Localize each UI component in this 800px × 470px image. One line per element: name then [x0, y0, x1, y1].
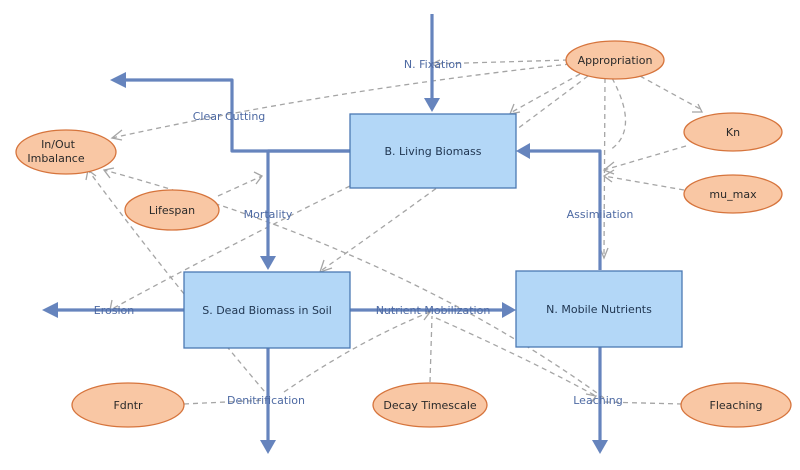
aux-in-out-imbalance[interactable]: In/Out Imbalance	[15, 129, 117, 175]
stock-living-biomass[interactable]: B. Living Biomass	[349, 113, 517, 189]
link-lifespan-to-mortality	[217, 175, 263, 197]
flow-arrowhead-assimilation	[516, 143, 530, 159]
link-fleaching-to-leaching	[603, 401, 683, 405]
stock-label-dead-biomass: S. Dead Biomass in Soil	[202, 304, 332, 317]
link-appropriation-to-kn	[639, 75, 703, 111]
aux-fdntr[interactable]: Fdntr	[71, 382, 185, 428]
link-imbalance-to-denitrification	[87, 169, 271, 399]
aux-lifespan[interactable]: Lifespan	[124, 189, 220, 231]
aux-decay-timescale[interactable]: Decay Timescale	[372, 382, 488, 428]
stock-mobile-nutrients[interactable]: N. Mobile Nutrients	[515, 270, 683, 348]
link-appropriation-to-living	[511, 73, 581, 113]
flow-arrowhead-nutrient-mobilization	[502, 302, 516, 318]
flow-arrowhead-n-fixation	[424, 98, 440, 112]
stock-label-living-biomass: B. Living Biomass	[385, 145, 482, 158]
flow-label-nutrient-mobilization[interactable]: Nutrient Mobilization	[376, 304, 491, 317]
link-head-living	[508, 103, 521, 115]
link-mumax-to-assimilation	[603, 175, 685, 191]
aux-label-appropriation: Appropriation	[578, 54, 653, 67]
link-head-imbalance	[110, 129, 123, 141]
flow-labels: N. Fixation Clear Cutting Mortality Assi…	[94, 58, 634, 407]
flow-label-mortality[interactable]: Mortality	[244, 208, 293, 221]
flow-label-clear-cutting[interactable]: Clear Cutting	[193, 110, 266, 123]
aux-label-fdntr: Fdntr	[113, 399, 143, 412]
link-kn-to-assimilation	[603, 145, 687, 171]
link-dead-to-denitrification	[283, 311, 431, 393]
flow-label-assimilation[interactable]: Assimilation	[567, 208, 634, 221]
flow-label-leaching[interactable]: Leaching	[573, 394, 622, 407]
flow-arrowhead-erosion	[42, 302, 58, 318]
aux-label-decay-timescale: Decay Timescale	[383, 399, 477, 412]
flow-arrowhead-mortality	[260, 256, 276, 270]
flow-pipe-assimilation	[528, 149, 602, 270]
information-links	[85, 59, 704, 405]
link-appropriation-to-mobile	[603, 77, 606, 257]
link-appropriation-to-imbalance	[111, 63, 571, 139]
link-head-assimilation-mumax	[602, 169, 615, 183]
flow-pipe-mortality	[266, 149, 350, 258]
aux-label-fleaching: Fleaching	[710, 399, 763, 412]
aux-label-lifespan: Lifespan	[149, 204, 195, 217]
flow-arrowhead-denitrification	[260, 440, 276, 454]
link-head-leaching	[585, 393, 598, 405]
link-head-imbalance-leach	[102, 167, 115, 179]
link-decay-to-mobilization	[429, 315, 433, 383]
link-living-to-erosion	[109, 185, 351, 311]
flow-arrowhead-leaching	[592, 440, 608, 454]
aux-label-in-out-line1: In/Out	[41, 138, 76, 151]
aux-fleaching[interactable]: Fleaching	[680, 382, 792, 428]
stock-dead-biomass[interactable]: S. Dead Biomass in Soil	[183, 271, 351, 349]
aux-label-in-out-line2: Imbalance	[27, 152, 84, 165]
flow-label-n-fixation[interactable]: N. Fixation	[404, 58, 462, 71]
flow-arrowhead-clear-cutting	[110, 72, 126, 88]
link-appropriation-to-assimilation	[609, 77, 627, 151]
link-head-kn	[692, 103, 704, 113]
flow-pipes	[42, 14, 608, 454]
link-head-dead	[318, 259, 333, 274]
aux-label-mu-max: mu_max	[709, 188, 757, 201]
stock-label-mobile-nutrients: N. Mobile Nutrients	[546, 303, 652, 316]
link-appropriation-to-nfixation	[431, 59, 569, 65]
flow-label-erosion[interactable]: Erosion	[94, 304, 134, 317]
flow-label-denitrification[interactable]: Denitrification	[227, 394, 305, 407]
aux-mu-max[interactable]: mu_max	[683, 174, 783, 214]
aux-label-kn: Kn	[726, 126, 740, 139]
aux-appropriation[interactable]: Appropriation	[565, 40, 665, 80]
link-head-mortality	[253, 171, 263, 185]
aux-kn[interactable]: Kn	[683, 112, 783, 152]
